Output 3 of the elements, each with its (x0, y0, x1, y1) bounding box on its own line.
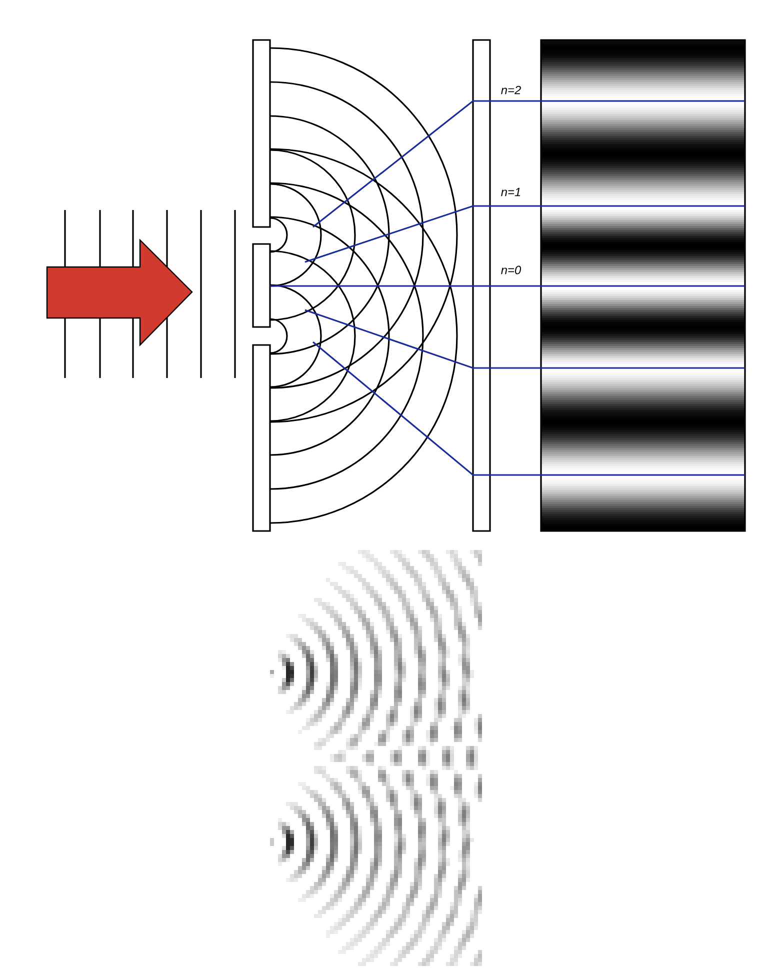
order-label: n=0 (501, 266, 522, 274)
order-label: n=1 (501, 188, 520, 196)
order-label: n=2 (501, 86, 521, 94)
